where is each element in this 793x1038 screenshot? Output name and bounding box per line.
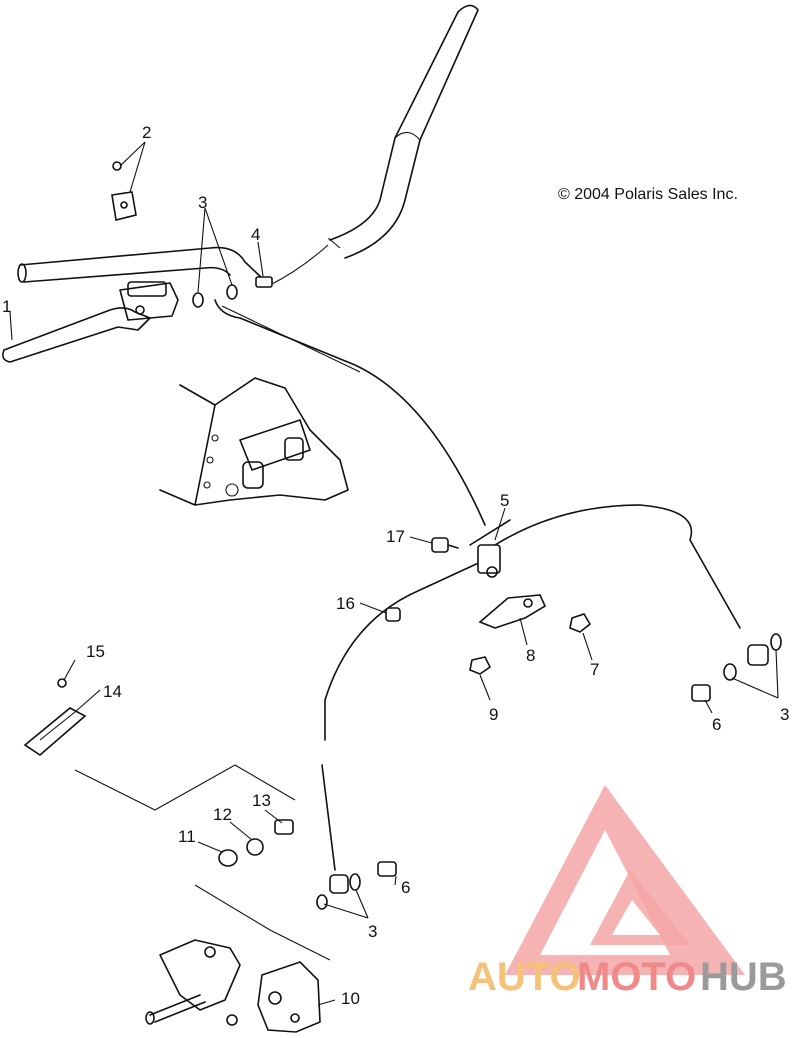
junction-block-5 <box>469 519 511 578</box>
brake-line-lower <box>324 559 486 741</box>
callout-14: 14 <box>103 682 122 701</box>
callout-11: 11 <box>178 827 196 846</box>
callout-12: 12 <box>213 805 232 824</box>
washers-3-right <box>723 633 782 681</box>
callout-3-lower: 3 <box>368 922 377 941</box>
washer-3a-left <box>192 292 204 308</box>
nut-7 <box>569 613 592 633</box>
spindle <box>145 939 241 1026</box>
callout-2: 2 <box>142 123 151 142</box>
brake-line-lower-fitting <box>321 764 336 871</box>
watermark-logo <box>505 785 745 975</box>
assembly-outline-2 <box>194 884 331 961</box>
leader-lines <box>9 141 779 1006</box>
washer-3a-right <box>226 284 238 300</box>
bracket-14 <box>23 707 87 757</box>
brake-line-right-fitting <box>689 539 741 629</box>
frame-section <box>159 377 349 506</box>
callout-3-top: 3 <box>198 193 207 212</box>
copyright-text: © 2004 Polaris Sales Inc. <box>558 186 738 203</box>
brake-line-upper <box>214 299 486 526</box>
screw-15 <box>57 678 67 688</box>
bolt-16 <box>385 607 401 622</box>
watermark-hub: HUB <box>700 955 787 999</box>
callout-7: 7 <box>590 660 599 679</box>
clamp-part-2 <box>111 161 137 221</box>
callout-8: 8 <box>526 646 535 665</box>
callout-9: 9 <box>489 705 498 724</box>
brake-line-upper-inner <box>221 305 361 373</box>
callout-5: 5 <box>500 491 509 510</box>
bolt-6-lower <box>377 861 397 877</box>
bracket-8 <box>478 594 547 629</box>
washer-3c-right <box>349 873 361 891</box>
washer-12 <box>246 838 264 856</box>
nut-9 <box>469 656 492 675</box>
callout-4: 4 <box>251 225 260 244</box>
callout-6-right: 6 <box>712 715 721 734</box>
bolt-6-right <box>691 684 711 702</box>
handlebar <box>17 4 479 283</box>
banjo-fitting-lower <box>329 874 349 894</box>
washer-3c-left <box>316 894 328 910</box>
callout-17: 17 <box>386 527 405 546</box>
callout-13: 13 <box>252 791 271 810</box>
bolt-17 <box>431 537 459 553</box>
bolt-13 <box>274 819 294 835</box>
throttle-cable <box>269 244 329 286</box>
assembly-outline <box>74 764 296 811</box>
washer-11 <box>218 849 238 867</box>
callout-1: 1 <box>2 297 11 316</box>
brake-lever-assembly <box>2 281 179 363</box>
callout-16: 16 <box>336 594 355 613</box>
watermark-moto: MOTO <box>577 955 696 999</box>
brake-caliper-10 <box>257 961 321 1033</box>
callout-6-lower: 6 <box>401 878 410 897</box>
callout-3-right: 3 <box>780 705 789 724</box>
callout-15: 15 <box>86 642 105 661</box>
cable-adjuster <box>255 276 273 288</box>
callout-10: 10 <box>341 989 360 1008</box>
watermark-auto: AUTO <box>468 955 581 999</box>
brake-line-right <box>494 504 693 546</box>
